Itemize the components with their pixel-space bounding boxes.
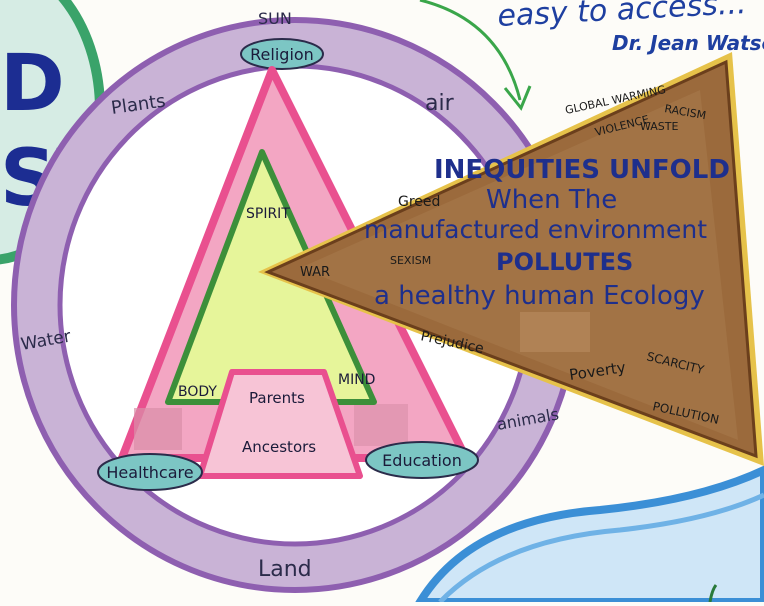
triangle-body: BODY (178, 384, 217, 400)
inequities-wedge (258, 52, 764, 466)
tag-greed: Greed (398, 194, 440, 210)
quote-line2: Dr. Jean Watso (612, 31, 764, 55)
tag-sexism: SEXISM (390, 254, 431, 267)
religion-label: Religion (250, 45, 314, 64)
triangle-parents: Parents (249, 389, 305, 407)
wedge-headline-5: a healthy human Ecology (374, 281, 705, 311)
wedge-headline-2: When The (486, 185, 617, 215)
healthcare-label: Healthcare (106, 463, 193, 482)
healthcare-badge: Healthcare (97, 453, 203, 491)
education-label: Education (382, 451, 462, 470)
wedge-headline-4: POLLUTES (496, 248, 633, 276)
wedge-headline-1: INEQUITIES UNFOLD (434, 155, 730, 185)
religion-badge: Religion (240, 38, 324, 70)
ring-label-sun: SUN (258, 9, 292, 28)
ancestors-trapezoid (197, 369, 363, 479)
tag-war: WAR (300, 265, 330, 280)
triangle-spirit: SPIRIT (246, 206, 290, 222)
triangle-ancestors: Ancestors (242, 438, 316, 456)
ring-label-air: air (425, 91, 455, 116)
education-badge: Education (365, 441, 479, 479)
water-wave (412, 465, 764, 606)
wedge-headline-3: manufactured environment (364, 215, 707, 244)
quote-line1: easy to access... (497, 0, 748, 34)
green-arrow (419, 0, 532, 111)
left-title-line1: D (0, 39, 65, 129)
triangle-mind: MIND (338, 372, 375, 388)
ring-label-land: Land (258, 557, 312, 582)
tag-waste: WASTE (640, 120, 679, 133)
